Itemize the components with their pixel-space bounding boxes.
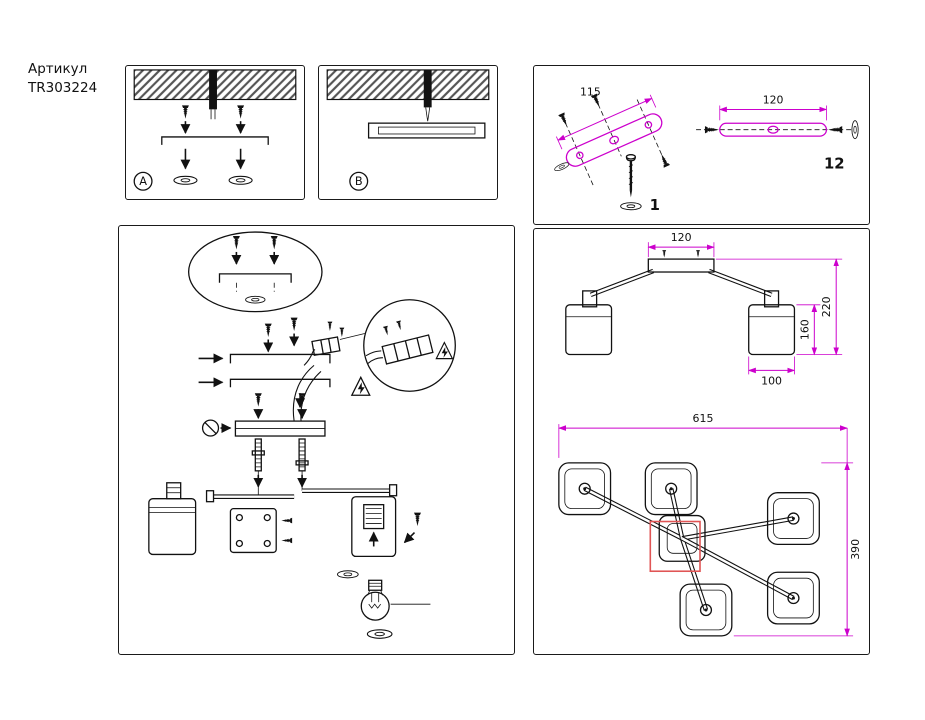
anchor-screws: [180, 105, 246, 134]
dim-total-height: 220: [715, 258, 843, 356]
shade-left: [148, 482, 197, 556]
panel-mount-option-a: A: [125, 65, 305, 200]
shade-section: [337, 496, 422, 579]
panel-dimensions: 120 160 220 100: [533, 228, 870, 655]
screw-icon: [704, 125, 720, 134]
washer-icon: [337, 570, 359, 579]
dim-shade-width: 100: [747, 356, 796, 387]
screw-icon: [827, 125, 843, 134]
qty-bracket: 1: [650, 197, 660, 214]
hanging-wires: [425, 107, 431, 122]
electric-warning-icon: [351, 376, 371, 396]
anchor-washers: [173, 148, 253, 185]
article-block: Артикул TR303224: [28, 60, 97, 98]
screw-icon: [382, 325, 391, 337]
washer-icon: [553, 160, 571, 173]
side-view: [565, 249, 796, 356]
dim-canopy-width: 120: [647, 231, 715, 258]
dim-canopy-width-value: 120: [671, 231, 692, 244]
detail-bubble-bracket: [188, 231, 323, 313]
option-a-label: A: [139, 174, 147, 188]
option-b-label: B: [355, 174, 363, 188]
detail-bubble-terminal: [363, 299, 456, 392]
wiring: [292, 321, 365, 422]
article-number: TR303224: [28, 79, 98, 96]
panel-mount-option-b: B: [318, 65, 498, 200]
option-a-badge: A: [133, 171, 153, 191]
screw-icon: [413, 512, 422, 527]
dim-overall-width: 615: [558, 412, 848, 458]
screw-icon: [695, 249, 701, 258]
mounting-bracket: [161, 136, 269, 145]
screw-icon: [339, 327, 345, 338]
screw-icon: [270, 235, 279, 250]
canopy-bar: [234, 392, 326, 437]
screw-icon: [395, 320, 404, 331]
threaded-rods: [251, 438, 309, 488]
shade-top-1: [558, 462, 612, 516]
shade-top-4: [679, 583, 733, 637]
screw-icon: [181, 105, 190, 120]
dimensions-diagram: 120 160 220 100: [558, 231, 862, 637]
washer-icon: [366, 629, 393, 639]
screw-icon: [662, 249, 667, 258]
screw-item-1: 1: [620, 154, 660, 214]
panel-assembly: [118, 225, 515, 655]
washer-icon: [851, 120, 859, 140]
screw-icon: [290, 317, 298, 332]
dim-overall-depth-value: 390: [849, 539, 862, 560]
mounting-plate-square: [229, 508, 293, 554]
mount-option-a-diagram: A: [133, 69, 297, 191]
center-canopy: [658, 514, 706, 562]
washer-icon: [245, 295, 266, 304]
mounting-plate-item: 120 12: [696, 94, 859, 173]
screw-icon: [327, 321, 333, 332]
bulb-icon: [360, 579, 431, 639]
electric-warning-icon: [435, 341, 453, 360]
washer-icon: [173, 175, 198, 185]
dim-overall-depth: 390: [733, 428, 862, 637]
shade-top-3: [766, 492, 820, 546]
washer-icon: [228, 175, 253, 185]
mounting-bracket-angled: 115: [553, 86, 671, 187]
screw-icon: [281, 517, 293, 524]
option-b-badge: B: [349, 171, 369, 191]
screw-icon: [657, 152, 671, 169]
mounting-plate-b: [367, 122, 486, 139]
screw-icon: [232, 235, 241, 250]
dim-bracket-length: 115: [580, 86, 601, 99]
shade-top-2: [644, 462, 698, 516]
dim-overall-width-value: 615: [693, 412, 714, 425]
threaded-rod: [423, 69, 432, 108]
dim-shade-width-value: 100: [761, 374, 782, 387]
fixture-arms: [205, 470, 398, 503]
mount-option-b-diagram: B: [326, 69, 490, 191]
hardware-diagram: 115 1 120 12: [553, 86, 859, 214]
canopy-highlight: [649, 520, 701, 573]
dim-total-height-value: 220: [820, 296, 833, 317]
dim-shade-height-value: 160: [798, 319, 811, 340]
mounting-bracket-bars: [198, 317, 331, 409]
screw-icon: [281, 537, 293, 544]
dim-plate-length: 120: [763, 94, 784, 107]
slot-screw-icon: [201, 419, 232, 437]
hanging-wires: [210, 109, 216, 120]
screw-icon: [236, 105, 245, 120]
ceiling-hatch: [326, 69, 490, 101]
qty-screws: 12: [824, 156, 845, 173]
shade-top-5: [766, 571, 820, 625]
screw-icon: [557, 112, 571, 128]
washer-icon: [620, 202, 642, 211]
threaded-rod: [209, 69, 217, 110]
screw-icon: [264, 323, 273, 338]
panel-hardware: 115 1 120 12: [533, 65, 870, 225]
screw-icon: [254, 392, 263, 408]
assembly-diagram: [148, 231, 456, 639]
article-label: Артикул: [28, 61, 88, 77]
top-view: [558, 462, 820, 637]
